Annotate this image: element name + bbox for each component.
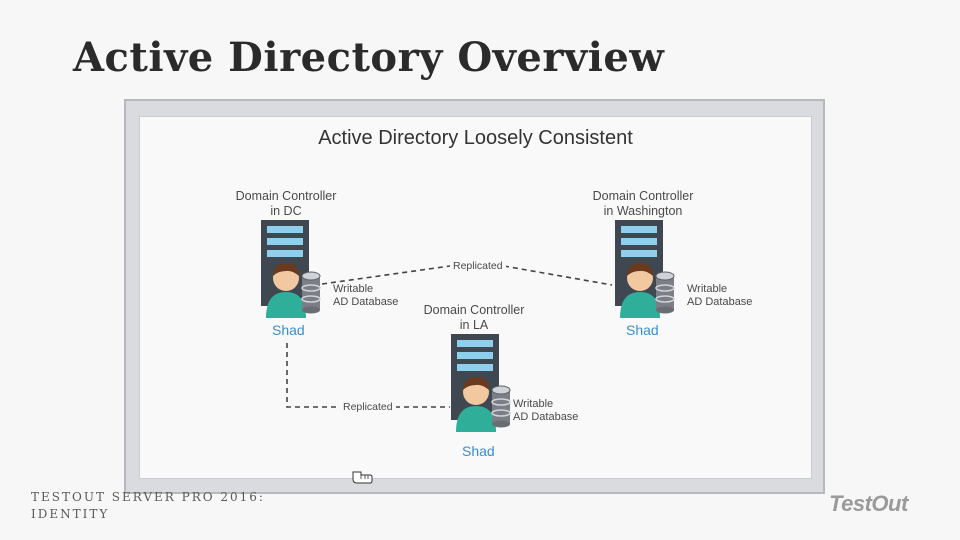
db-label-line1: Writable	[513, 398, 554, 410]
testout-logo: TestOut	[829, 491, 908, 516]
dc-label-line1: Domain Controller	[235, 189, 337, 203]
server-icon	[261, 220, 309, 306]
dc-label-line1: Domain Controller	[592, 189, 694, 203]
db-label-line1: Writable	[333, 283, 374, 295]
slide-title: Active Directory Overview	[73, 34, 665, 81]
dc-label-line2: in DC	[270, 204, 302, 218]
node-la	[446, 332, 526, 432]
database-icon	[655, 271, 675, 314]
replicated-label-bottom: Replicated	[340, 401, 396, 413]
server-icon	[451, 334, 499, 420]
db-label-line1: Writable	[687, 283, 728, 295]
db-label-dc: Writable AD Database	[333, 283, 398, 309]
db-label-washington: Writable AD Database	[687, 283, 752, 309]
dc-label-line1: Domain Controller	[423, 303, 525, 317]
slide-footer: TESTOUT SERVER PRO 2016: IDENTITY	[31, 489, 265, 523]
db-label-line2: AD Database	[333, 296, 399, 308]
database-icon	[491, 385, 511, 428]
dc-label-dc: Domain Controller in DC	[226, 189, 346, 219]
database-icon	[301, 271, 321, 314]
hand-cursor-icon	[352, 471, 373, 484]
node-washington	[610, 218, 690, 318]
dc-label-washington: Domain Controller in Washington	[580, 189, 706, 219]
db-label-line2: AD Database	[687, 296, 753, 308]
server-icon	[615, 220, 663, 306]
replicated-label-top: Replicated	[450, 260, 506, 272]
user-icon	[266, 263, 306, 318]
user-label-la: Shad	[462, 443, 495, 459]
replication-link-dc-washington	[321, 265, 613, 286]
replication-link-dc-la	[286, 343, 450, 408]
user-icon	[456, 377, 496, 432]
db-label-line2: AD Database	[513, 411, 579, 423]
user-label-washington: Shad	[626, 322, 659, 338]
footer-line2: IDENTITY	[31, 507, 110, 521]
dc-label-line2: in LA	[459, 318, 489, 332]
db-label-la: Writable AD Database	[513, 398, 578, 424]
dc-label-la: Domain Controller in LA	[414, 303, 534, 333]
user-label-dc: Shad	[272, 322, 305, 338]
dc-label-line2: in Washington	[603, 204, 683, 218]
footer-line1: TESTOUT SERVER PRO 2016:	[31, 490, 265, 504]
user-icon	[620, 263, 660, 318]
node-dc	[256, 218, 336, 318]
diagram-title: Active Directory Loosely Consistent	[318, 127, 633, 149]
